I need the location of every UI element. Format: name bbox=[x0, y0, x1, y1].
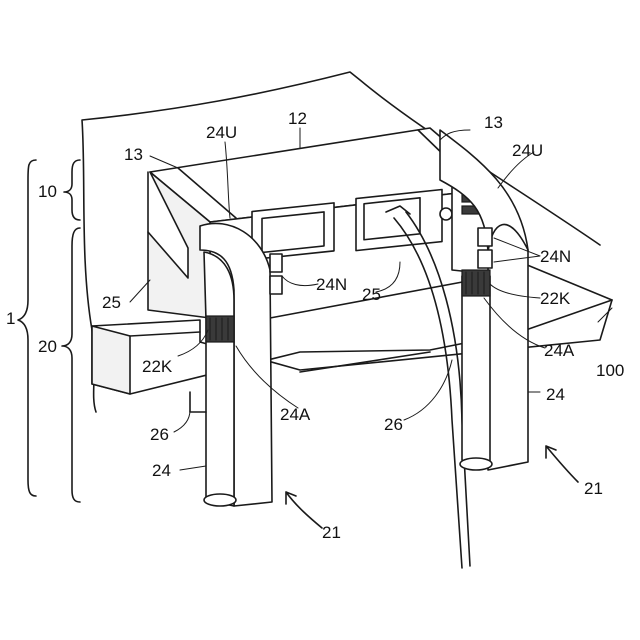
label-24N-center: 24N bbox=[316, 275, 347, 294]
left-rod bbox=[204, 252, 234, 506]
label-22K-left: 22K bbox=[142, 357, 173, 376]
label-25-center: 25 bbox=[362, 285, 381, 304]
label-24N-right: 24N bbox=[540, 247, 571, 266]
arrow-21-right bbox=[546, 446, 578, 482]
label-24A-right: 24A bbox=[544, 341, 575, 360]
right-tab-24N-1 bbox=[478, 228, 492, 246]
label-20: 20 bbox=[38, 337, 57, 356]
brace-10 bbox=[64, 160, 80, 220]
label-13-right: 13 bbox=[484, 113, 503, 132]
table-front-face bbox=[92, 326, 130, 394]
label-24U-right: 24U bbox=[512, 141, 543, 160]
display-screen-left bbox=[262, 212, 324, 253]
label-26-center: 26 bbox=[384, 415, 403, 434]
left-tab-24N-1 bbox=[270, 254, 282, 272]
label-25-left: 25 bbox=[102, 293, 121, 312]
left-cable-26 bbox=[190, 392, 206, 412]
label-10: 10 bbox=[38, 182, 57, 201]
label-24U-left: 24U bbox=[206, 123, 237, 142]
right-tab-24N-2 bbox=[478, 250, 492, 268]
label-24-right: 24 bbox=[546, 385, 565, 404]
label-100: 100 bbox=[596, 361, 624, 380]
left-tab-24N-2 bbox=[270, 276, 282, 294]
label-12: 12 bbox=[288, 109, 307, 128]
arrow-21-left bbox=[286, 492, 322, 528]
left-leg-foot bbox=[204, 494, 236, 506]
label-1: 1 bbox=[6, 309, 15, 328]
brace-20 bbox=[62, 228, 80, 502]
label-22K-right: 22K bbox=[540, 289, 571, 308]
brace-1 bbox=[18, 160, 36, 496]
label-24A-left: 24A bbox=[280, 405, 311, 424]
right-leg-foot bbox=[460, 458, 492, 470]
label-21-right: 21 bbox=[584, 479, 603, 498]
label-26-left: 26 bbox=[150, 425, 169, 444]
label-21-left: 21 bbox=[322, 523, 341, 542]
indicator-button bbox=[440, 208, 452, 220]
label-24-left: 24 bbox=[152, 461, 171, 480]
label-13-left: 13 bbox=[124, 145, 143, 164]
right-rod bbox=[462, 276, 490, 466]
